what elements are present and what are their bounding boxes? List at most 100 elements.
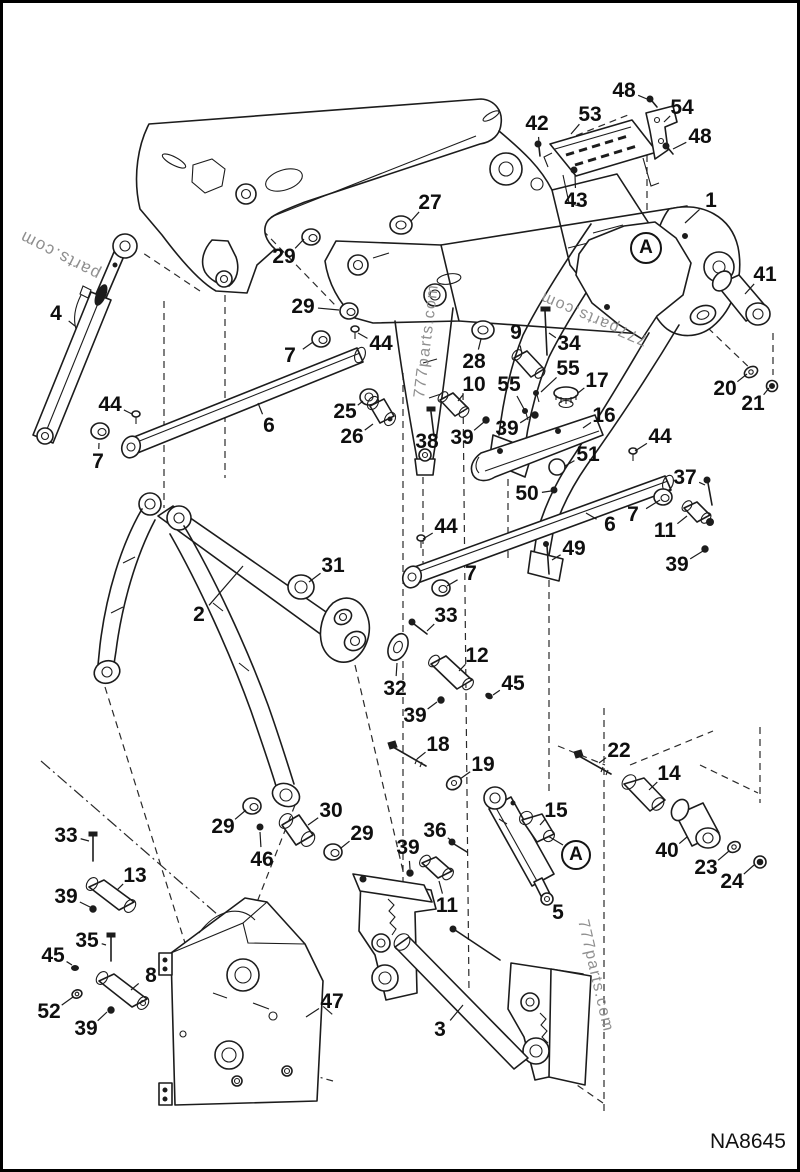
leader-line-37 (698, 481, 706, 486)
pin-15 (519, 810, 555, 843)
leader-line-25 (357, 400, 364, 406)
leader-line-20 (737, 373, 748, 383)
bushing-31 (287, 574, 315, 600)
bolt-33-bottom (88, 831, 98, 862)
bolt-18 (387, 740, 427, 768)
pin-13 (85, 877, 137, 913)
leader-line-29 (317, 307, 340, 311)
nut-21 (765, 379, 779, 393)
leader-line-17 (577, 387, 585, 394)
spacer-30 (278, 813, 316, 847)
leader-line-28 (477, 338, 482, 350)
leader-line-35 (101, 943, 107, 946)
leader-line-54 (663, 115, 671, 123)
leader-line-41 (744, 283, 755, 295)
bushing-27 (389, 215, 413, 235)
roller-41 (711, 270, 771, 326)
leader-line-49 (551, 554, 561, 561)
washer-52 (71, 989, 83, 999)
screw-46 (256, 823, 264, 831)
washer-23 (727, 840, 741, 854)
leader-line-29 (294, 238, 305, 249)
bolt-34 (540, 306, 551, 356)
leader-line-11 (438, 880, 444, 894)
leader-line-26 (364, 423, 374, 431)
leader-line-39 (519, 415, 532, 424)
pin-10 (437, 391, 470, 418)
leader-line-48 (637, 94, 648, 100)
leader-line-51 (564, 460, 575, 467)
leader-line-50 (541, 490, 552, 493)
leader-line-7 (446, 579, 458, 587)
cover-16 (470, 414, 604, 482)
pin-14 (621, 774, 666, 812)
leader-line-44 (634, 442, 648, 452)
bolt-49 (543, 541, 550, 575)
leader-line-55 (540, 376, 557, 393)
hardware (71, 95, 779, 1014)
diagram-artwork (32, 94, 779, 1111)
nuts-39 (89, 411, 709, 1014)
lower-lift-arm-1 (324, 205, 741, 582)
leader-line-55 (516, 395, 525, 410)
leader-line-39 (97, 1011, 108, 1022)
roller-40 (670, 798, 721, 849)
leader-line-12 (458, 663, 466, 672)
screw-48-right (662, 142, 674, 155)
frame-47 (158, 897, 324, 1106)
bushings-29 (242, 228, 359, 861)
leader-line-34 (548, 332, 557, 339)
bushing-26 (366, 395, 397, 427)
leader-lines (61, 94, 770, 1022)
leader-line-13 (116, 883, 124, 891)
pin-12 (428, 654, 474, 691)
leader-line-39 (408, 860, 411, 870)
leader-line-18 (416, 751, 426, 760)
washer-32 (387, 632, 409, 662)
leader-line-36 (447, 837, 454, 843)
tilt-cylinder-5 (483, 786, 564, 906)
bolt-37 (703, 476, 714, 526)
pin-11-bottom (419, 854, 454, 881)
bobtach-3 (352, 873, 592, 1086)
leader-line-33 (80, 838, 90, 842)
leader-line-44 (357, 332, 368, 339)
leader-line-21 (763, 387, 770, 396)
bracket-54 (645, 105, 678, 160)
leader-line-47 (305, 1007, 320, 1018)
leader-line-30 (307, 817, 319, 826)
knob-17 (553, 386, 579, 409)
screw-42 (534, 140, 542, 157)
leader-line-4 (68, 320, 76, 327)
leader-line-48 (672, 141, 687, 150)
leader-line-1 (684, 208, 700, 224)
leader-line-39 (473, 421, 485, 431)
bolt-38 (426, 406, 436, 437)
washer-20 (743, 365, 759, 379)
leader-line-7 (645, 499, 661, 510)
leader-line-7 (302, 341, 314, 350)
bolt-35 (106, 932, 116, 962)
leader-line-24 (743, 864, 755, 875)
screw-48-top (646, 95, 658, 108)
leader-line-39 (689, 550, 704, 560)
leader-line-45 (66, 961, 73, 966)
washer-19 (445, 775, 463, 791)
leader-line-39 (79, 901, 91, 908)
drawing-code: NA8645 (710, 1130, 786, 1153)
leader-line-27 (410, 211, 420, 222)
leader-line-16 (582, 421, 592, 429)
bolt-22 (573, 749, 612, 776)
leader-line-40 (678, 836, 688, 845)
bushings-7 (90, 330, 673, 597)
leader-line-31 (308, 572, 321, 583)
plug-51 (548, 458, 566, 476)
leader-line-23 (717, 850, 730, 861)
leader-line-9 (519, 345, 523, 355)
leader-line-53 (570, 123, 580, 135)
leader-line-15 (539, 819, 546, 826)
nut-24 (753, 855, 767, 869)
leader-line-29 (234, 809, 247, 820)
leader-line-22 (598, 757, 607, 764)
leader-line-10 (457, 393, 464, 402)
